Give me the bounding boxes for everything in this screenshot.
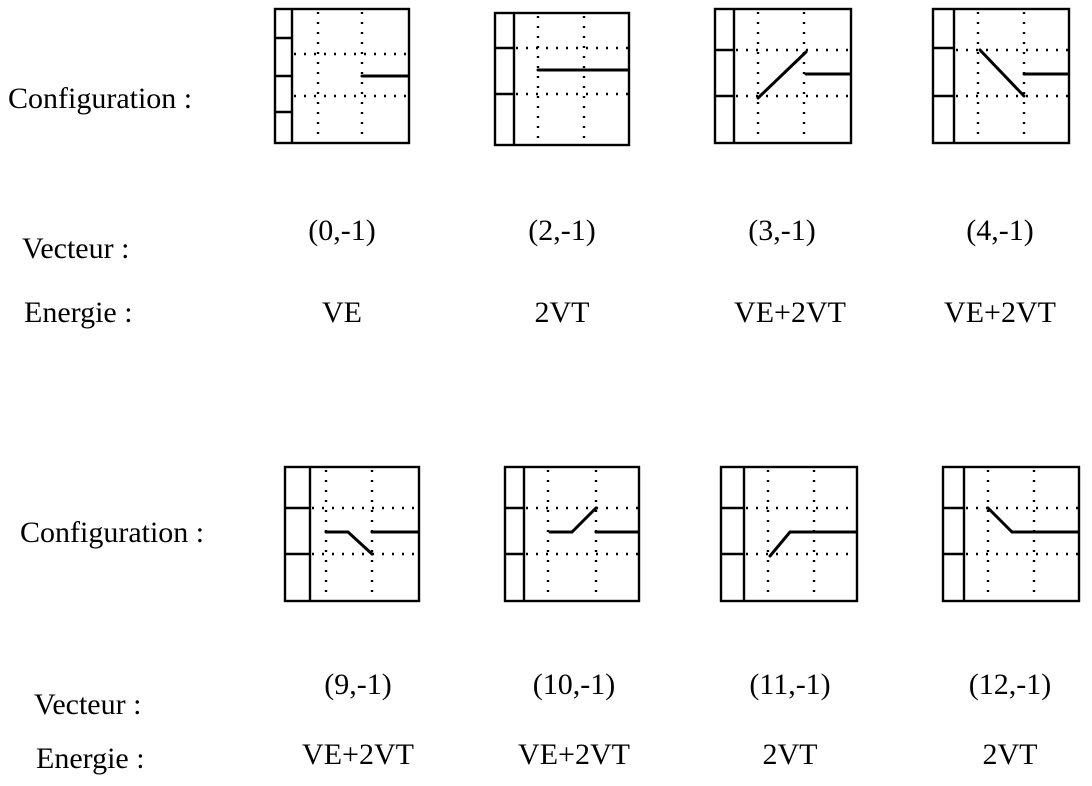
row2-vecteur-label: Vecteur : xyxy=(34,688,142,721)
row2-config-diagram-3 xyxy=(719,465,859,603)
row2-configuration-label: Configuration : xyxy=(20,516,205,549)
row2-energie-label: Energie : xyxy=(36,742,145,775)
row2-energie-3: 2VT xyxy=(762,738,818,771)
row1-vecteur-4: (4,-1) xyxy=(966,214,1034,247)
row1-config-diagram-3 xyxy=(713,7,853,145)
row1-energie-4: VE+2VT xyxy=(944,296,1056,329)
row2-energie-1: VE+2VT xyxy=(302,738,414,771)
row1-config-diagram-1 xyxy=(273,7,411,145)
row1-config-diagram-4 xyxy=(931,7,1071,145)
row1-energie-label: Energie : xyxy=(24,296,133,329)
row1-energie-3: VE+2VT xyxy=(734,296,846,329)
row2-config-diagram-1 xyxy=(283,465,421,603)
row2-energie-2: VE+2VT xyxy=(518,738,630,771)
row1-energie-2: 2VT xyxy=(534,296,590,329)
row2-vecteur-2: (10,-1) xyxy=(532,668,616,701)
row2-config-diagram-4 xyxy=(941,465,1081,603)
row1-vecteur-2: (2,-1) xyxy=(528,214,596,247)
row2-vecteur-1: (9,-1) xyxy=(324,668,392,701)
row1-configuration-label: Configuration : xyxy=(8,82,193,115)
row1-energie-1: VE xyxy=(322,296,362,329)
row1-vecteur-label: Vecteur : xyxy=(22,232,130,265)
row2-vecteur-4: (12,-1) xyxy=(968,668,1052,701)
row2-energie-4: 2VT xyxy=(982,738,1038,771)
row1-vecteur-3: (3,-1) xyxy=(748,214,816,247)
row1-vecteur-1: (0,-1) xyxy=(308,214,376,247)
row2-vecteur-3: (11,-1) xyxy=(749,668,831,701)
row2-config-diagram-2 xyxy=(503,465,641,603)
row1-config-diagram-2 xyxy=(493,11,631,147)
